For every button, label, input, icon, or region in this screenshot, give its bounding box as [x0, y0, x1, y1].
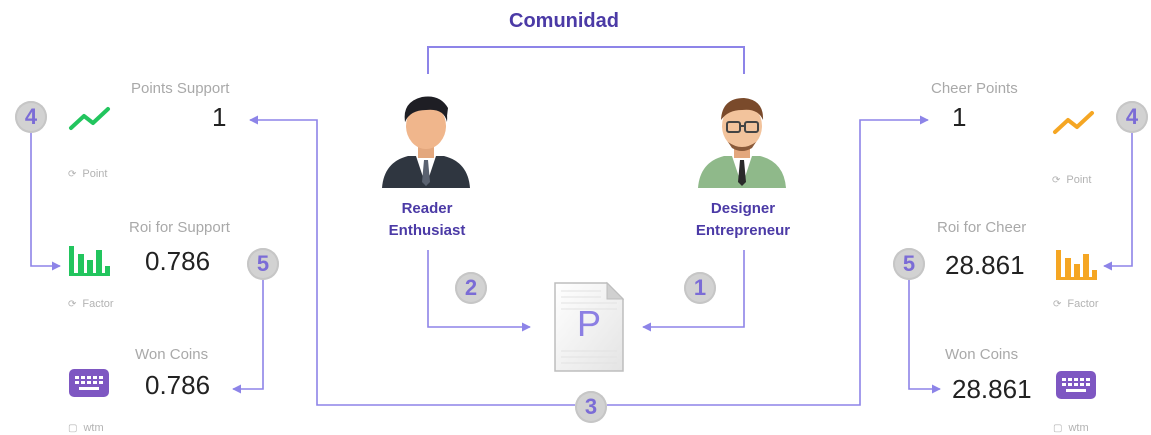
won-coins-right-label: Won Coins	[945, 346, 1019, 363]
won-coins-right-unit: wtm	[1068, 422, 1089, 434]
right-points-to-roi-arrow	[1103, 133, 1133, 271]
won-coins-left-value: 0.786	[145, 370, 211, 400]
designer-label: Designer Entrepreneur	[668, 198, 818, 242]
step-badge-5-right: 5	[893, 248, 925, 280]
refresh-icon: ⟳	[1052, 175, 1061, 186]
step-badge-4-right: 4	[1116, 101, 1148, 133]
designer-label-line2: Entrepreneur	[695, 222, 791, 239]
roi-support-unit: Factor	[82, 298, 114, 310]
left-keyboard-icon	[68, 368, 110, 403]
cheer-points-sub: ⟳ Point	[1052, 174, 1091, 186]
document-icon: P	[553, 281, 625, 373]
designer-to-document-arrow	[642, 250, 745, 332]
cheer-points-unit: Point	[1066, 174, 1092, 186]
reader-person-icon	[378, 86, 474, 188]
roi-support-value: 0.786	[145, 246, 211, 276]
right-keyboard-icon	[1055, 370, 1097, 405]
step-badge-1: 1	[684, 272, 716, 304]
reader-label-line1: Reader	[401, 200, 453, 217]
points-support-sub: ⟳ Point	[68, 168, 107, 180]
right-roi-to-coins-arrow	[908, 280, 941, 394]
step-badge-5-left: 5	[247, 248, 279, 280]
step-badge-3: 3	[575, 391, 607, 423]
cheer-points-value: 1	[952, 102, 967, 132]
won-coins-left-sub: ▢ wtm	[68, 422, 104, 434]
to-cheer-points-arrow	[607, 115, 929, 406]
step-badge-4-left: 4	[15, 101, 47, 133]
document-letter: P	[576, 303, 601, 344]
community-bracket	[427, 46, 745, 74]
square-icon: ▢	[68, 423, 78, 434]
reader-to-document-arrow	[427, 250, 531, 332]
roi-cheer-label: Roi for Cheer	[937, 219, 1027, 236]
refresh-icon: ⟳	[68, 299, 77, 310]
community-title: Comunidad	[509, 10, 619, 32]
to-points-support-arrow	[249, 115, 575, 406]
roi-cheer-sub: ⟳ Factor	[1053, 298, 1099, 310]
refresh-icon: ⟳	[1053, 299, 1062, 310]
cheer-points-label: Cheer Points	[931, 80, 1018, 97]
roi-support-label: Roi for Support	[129, 219, 230, 236]
step-badge-2: 2	[455, 272, 487, 304]
left-roi-to-coins-arrow	[232, 280, 264, 394]
roi-cheer-value: 28.861	[945, 250, 1025, 280]
designer-label-line1: Designer	[710, 200, 776, 217]
right-bar-chart-icon	[1053, 244, 1099, 285]
won-coins-left-label: Won Coins	[135, 346, 209, 363]
won-coins-right-sub: ▢ wtm	[1053, 422, 1089, 434]
reader-label-line2: Enthusiast	[388, 222, 466, 239]
reader-label: Reader Enthusiast	[352, 198, 502, 242]
roi-support-sub: ⟳ Factor	[68, 298, 114, 310]
left-bar-chart-icon	[66, 240, 112, 281]
refresh-icon: ⟳	[68, 169, 77, 180]
points-support-unit: Point	[82, 168, 108, 180]
won-coins-left-unit: wtm	[83, 422, 104, 434]
designer-person-icon	[694, 86, 790, 188]
points-support-value: 1	[212, 102, 227, 132]
points-support-label: Points Support	[131, 80, 230, 97]
won-coins-right-value: 28.861	[952, 374, 1032, 404]
roi-cheer-unit: Factor	[1067, 298, 1099, 310]
right-trend-line-icon	[1052, 108, 1096, 143]
left-points-to-roi-arrow	[30, 133, 61, 271]
left-trend-line-icon	[68, 104, 112, 139]
square-icon: ▢	[1053, 423, 1063, 434]
